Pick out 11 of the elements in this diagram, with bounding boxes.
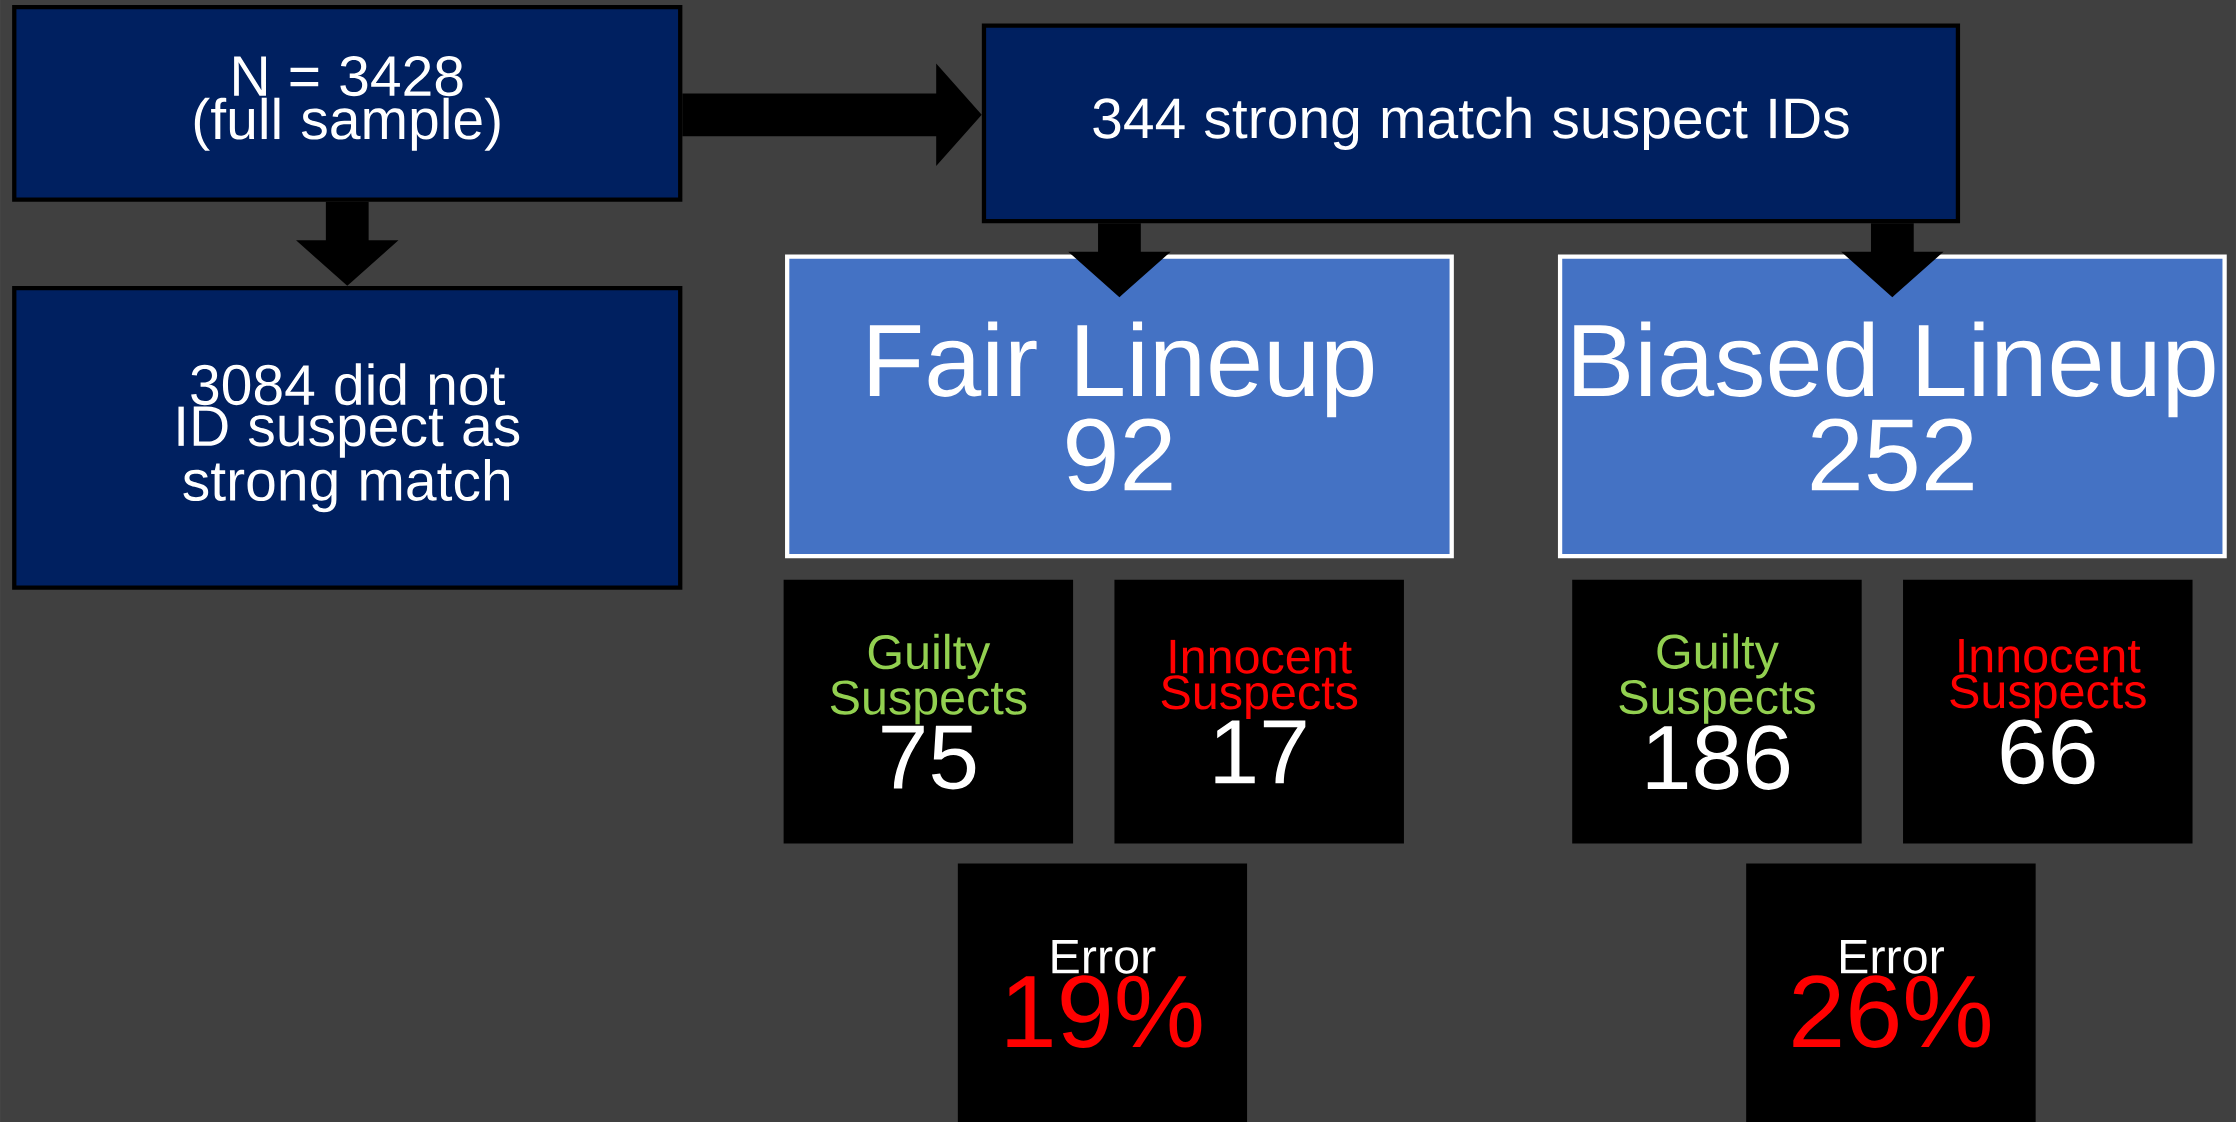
process-box: Error 19%	[957, 863, 1248, 1122]
process-box: 3084 did not ID suspect as strong match	[12, 285, 683, 590]
process-box: Guilty Suspects 186	[1572, 579, 1862, 844]
process-box: Innocent Suspects 66	[1903, 579, 2193, 844]
process-box: Guilty Suspects 75	[783, 579, 1074, 844]
process-box: 344 strong match suspect IDs	[981, 23, 1961, 224]
process-box: N = 3428 (full sample)	[12, 4, 683, 202]
process-box: Fair Lineup 92	[785, 254, 1454, 559]
process-box: Biased Lineup 252	[1557, 254, 2227, 559]
process-box: Innocent Suspects 17	[1114, 579, 1404, 844]
process-box: Error 26%	[1746, 863, 2036, 1122]
